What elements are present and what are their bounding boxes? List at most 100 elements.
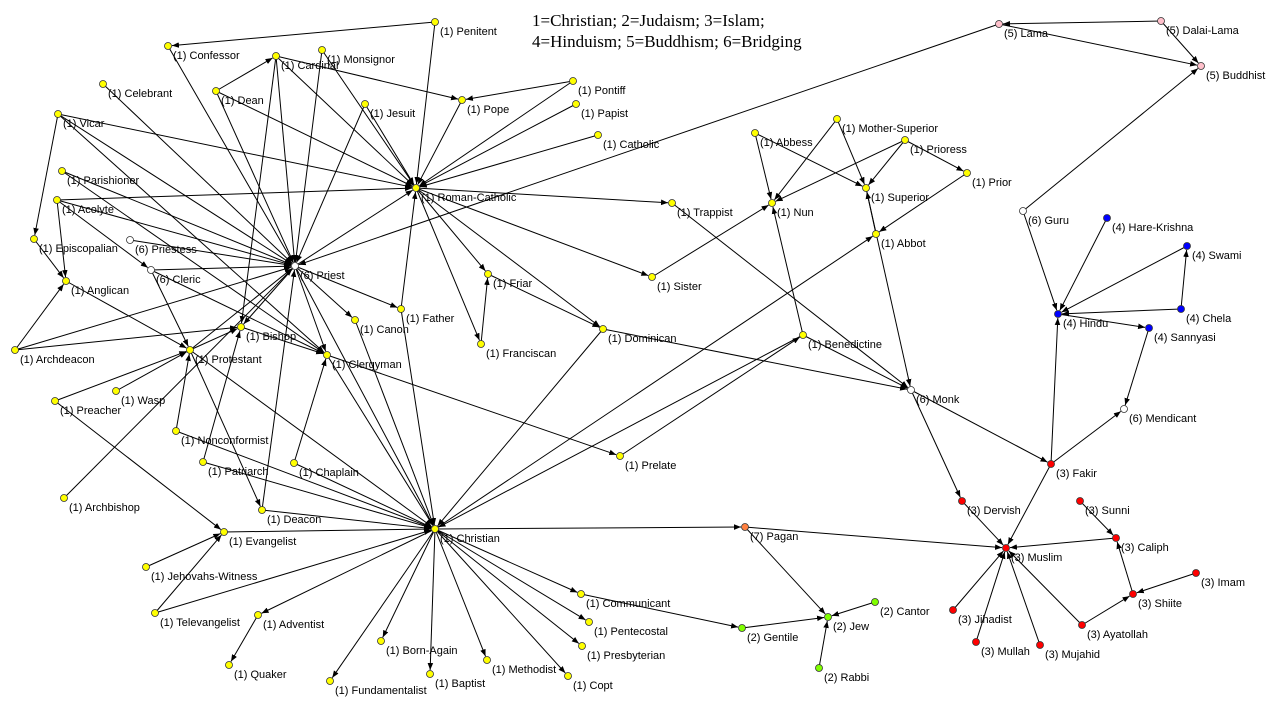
node-marker[interactable] xyxy=(1078,621,1086,629)
node-marker[interactable] xyxy=(1120,405,1128,413)
node-anglican[interactable]: (1) Anglican xyxy=(62,277,130,298)
node-marker[interactable] xyxy=(54,110,62,118)
node-marker[interactable] xyxy=(30,235,38,243)
node-priest[interactable]: (6) Priest xyxy=(291,262,345,283)
node-celebrant[interactable]: (1) Celebrant xyxy=(99,80,173,101)
node-mother-superior[interactable]: (1) Mother-Superior xyxy=(833,115,939,136)
node-ayatollah[interactable]: (3) Ayatollah xyxy=(1078,621,1148,642)
node-abbess[interactable]: (1) Abbess xyxy=(751,129,814,150)
node-methodist[interactable]: (1) Methodist xyxy=(483,656,557,677)
node-marker[interactable] xyxy=(199,458,207,466)
node-marker[interactable] xyxy=(258,506,266,514)
node-marker[interactable] xyxy=(172,427,180,435)
node-marker[interactable] xyxy=(907,386,915,394)
node-prelate[interactable]: (1) Prelate xyxy=(616,452,677,473)
node-marker[interactable] xyxy=(51,397,59,405)
node-jew[interactable]: (2) Jew xyxy=(824,613,870,634)
node-roman-catholic[interactable]: (1) Roman-Catholic xyxy=(412,184,517,205)
node-quaker[interactable]: (1) Quaker xyxy=(225,661,287,682)
node-franciscan[interactable]: (1) Franciscan xyxy=(477,340,557,361)
node-marker[interactable] xyxy=(594,131,602,139)
node-lama[interactable]: (5) Lama xyxy=(995,20,1049,41)
node-guru[interactable]: (6) Guru xyxy=(1019,207,1069,228)
node-marker[interactable] xyxy=(1112,534,1120,542)
node-rabbi[interactable]: (2) Rabbi xyxy=(815,664,870,685)
node-episcopalian[interactable]: (1) Episcopalian xyxy=(30,235,118,256)
node-marker[interactable] xyxy=(397,305,405,313)
node-mullah[interactable]: (3) Mullah xyxy=(972,638,1030,659)
node-jehovahs-witness[interactable]: (1) Jehovahs-Witness xyxy=(142,563,258,584)
node-marker[interactable] xyxy=(351,316,359,324)
node-buddhist[interactable]: (5) Buddhist xyxy=(1197,62,1266,83)
node-trappist[interactable]: (1) Trappist xyxy=(668,199,733,220)
node-catholic[interactable]: (1) Catholic xyxy=(594,131,660,152)
node-marker[interactable] xyxy=(126,236,134,244)
node-marker[interactable] xyxy=(577,590,585,598)
node-imam[interactable]: (3) Imam xyxy=(1192,569,1246,590)
node-marker[interactable] xyxy=(1047,460,1055,468)
node-copt[interactable]: (1) Copt xyxy=(564,672,613,693)
node-marker[interactable] xyxy=(1002,544,1010,552)
node-televangelist[interactable]: (1) Televangelist xyxy=(151,609,240,630)
node-marker[interactable] xyxy=(62,277,70,285)
node-hare-krishna[interactable]: (4) Hare-Krishna xyxy=(1103,214,1195,235)
node-marker[interactable] xyxy=(1103,214,1111,222)
node-marker[interactable] xyxy=(60,494,68,502)
node-marker[interactable] xyxy=(426,670,434,678)
node-marker[interactable] xyxy=(862,184,870,192)
node-dean[interactable]: (1) Dean xyxy=(212,87,264,108)
node-marker[interactable] xyxy=(1036,641,1044,649)
node-nonconformist[interactable]: (1) Nonconformist xyxy=(172,427,269,448)
node-marker[interactable] xyxy=(958,497,966,505)
node-archbishop[interactable]: (1) Archbishop xyxy=(60,494,140,515)
node-marker[interactable] xyxy=(616,452,624,460)
node-marker[interactable] xyxy=(323,351,331,359)
node-caliph[interactable]: (3) Caliph xyxy=(1112,534,1169,555)
node-mendicant[interactable]: (6) Mendicant xyxy=(1120,405,1197,426)
node-acolyte[interactable]: (1) Acolyte xyxy=(53,196,114,217)
node-deacon[interactable]: (1) Deacon xyxy=(258,506,322,527)
node-marker[interactable] xyxy=(1129,590,1137,598)
node-archdeacon[interactable]: (1) Archdeacon xyxy=(11,346,95,367)
node-pontiff[interactable]: (1) Pontiff xyxy=(569,77,627,98)
node-marker[interactable] xyxy=(412,184,420,192)
node-pope[interactable]: (1) Pope xyxy=(458,96,510,117)
node-abbot[interactable]: (1) Abbot xyxy=(872,230,926,251)
node-preacher[interactable]: (1) Preacher xyxy=(51,397,122,418)
node-priestess[interactable]: (6) Priestess xyxy=(126,236,198,257)
node-marker[interactable] xyxy=(872,230,880,238)
node-marker[interactable] xyxy=(1192,569,1200,577)
node-marker[interactable] xyxy=(142,563,150,571)
node-marker[interactable] xyxy=(237,323,245,331)
node-marker[interactable] xyxy=(648,273,656,281)
node-marker[interactable] xyxy=(751,129,759,137)
node-protestant[interactable]: (1) Protestant xyxy=(186,346,262,367)
node-marker[interactable] xyxy=(833,115,841,123)
node-marker[interactable] xyxy=(431,18,439,26)
node-jihadist[interactable]: (3) Jihadist xyxy=(949,606,1012,627)
node-born-again[interactable]: (1) Born-Again xyxy=(377,637,458,658)
node-prioress[interactable]: (1) Prioress xyxy=(901,136,968,157)
node-marker[interactable] xyxy=(225,661,233,669)
node-adventist[interactable]: (1) Adventist xyxy=(254,611,325,632)
node-communicant[interactable]: (1) Communicant xyxy=(577,590,671,611)
node-cardinal[interactable]: (1) Cardinal xyxy=(272,52,339,73)
node-marker[interactable] xyxy=(290,459,298,467)
node-marker[interactable] xyxy=(11,346,19,354)
node-baptist[interactable]: (1) Baptist xyxy=(426,670,486,691)
node-papist[interactable]: (1) Papist xyxy=(572,100,629,121)
node-dervish[interactable]: (3) Dervish xyxy=(958,497,1021,518)
node-mujahid[interactable]: (3) Mujahid xyxy=(1036,641,1101,662)
node-muslim[interactable]: (3) Muslim xyxy=(1002,544,1063,565)
node-patriarch[interactable]: (1) Patriarch xyxy=(199,458,269,479)
node-marker[interactable] xyxy=(564,672,572,680)
node-marker[interactable] xyxy=(741,523,749,531)
node-pentecostal[interactable]: (1) Pentecostal xyxy=(585,618,668,639)
node-clergyman[interactable]: (1) Clergyman xyxy=(323,351,402,372)
node-marker[interactable] xyxy=(291,262,299,270)
node-marker[interactable] xyxy=(318,46,326,54)
node-sannyasi[interactable]: (4) Sannyasi xyxy=(1145,324,1216,345)
node-marker[interactable] xyxy=(995,20,1003,28)
node-marker[interactable] xyxy=(272,52,280,60)
node-marker[interactable] xyxy=(578,642,586,650)
